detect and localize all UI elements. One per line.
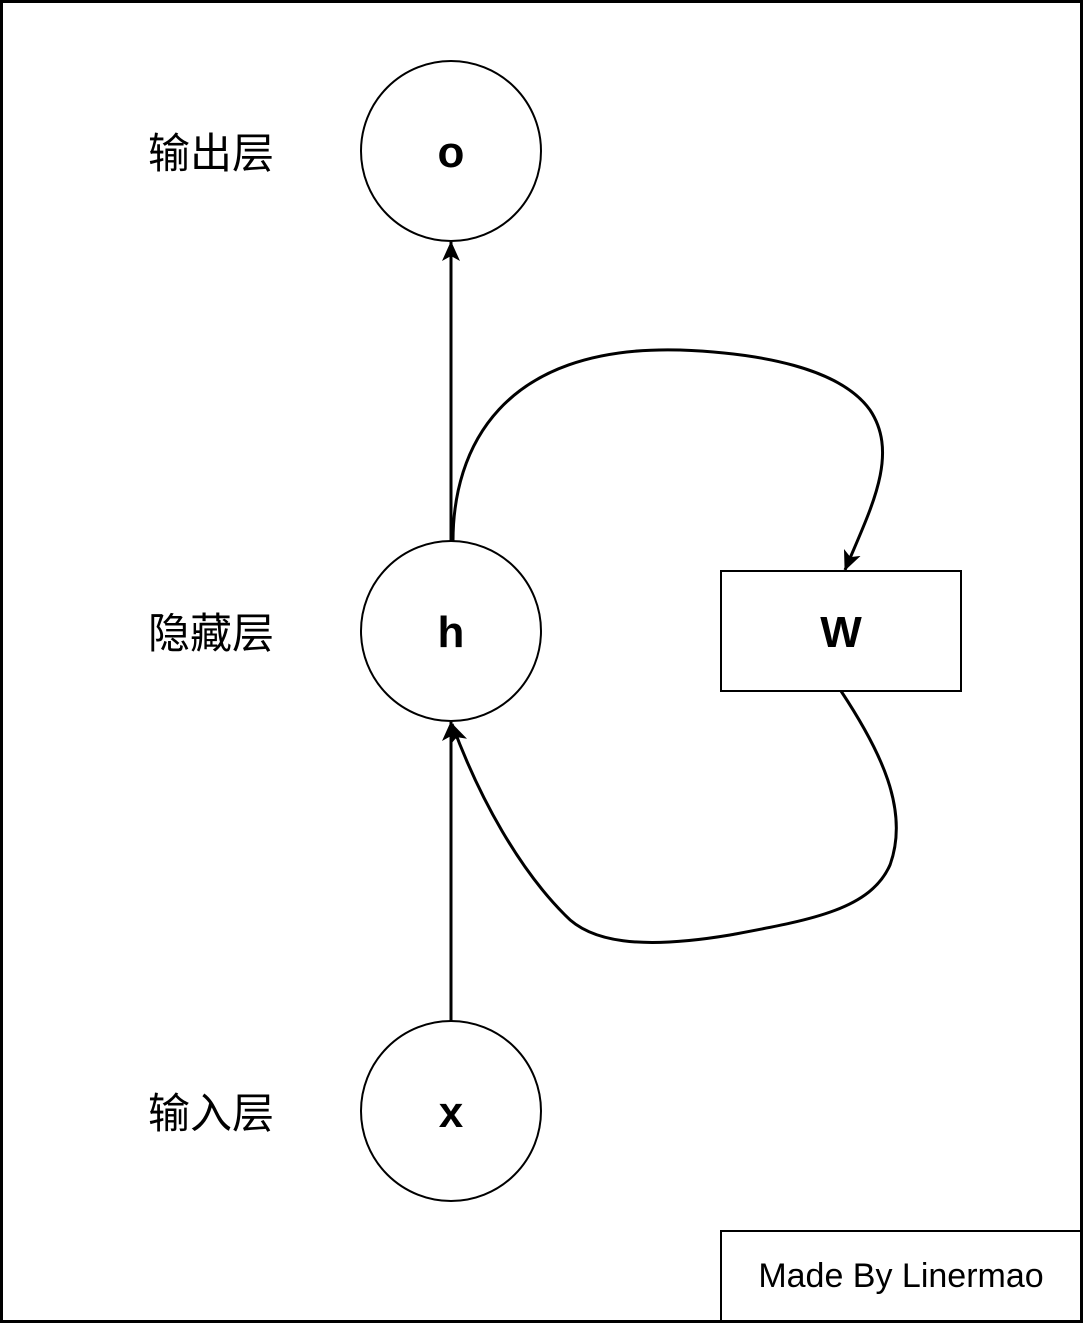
output-layer-label: 输出层	[148, 129, 274, 178]
credit-text: Made By Linermao	[758, 1257, 1043, 1295]
hidden-node-circle	[360, 540, 542, 722]
output-node-label: o	[438, 128, 465, 177]
credit-box: Made By Linermao	[720, 1230, 1082, 1322]
edge-weight-to-hidden	[450, 690, 898, 944]
weight-node-box	[720, 570, 962, 692]
hidden-node: h	[360, 540, 542, 722]
hidden-layer-label: 隐藏层	[148, 609, 274, 658]
credit-box-frame	[720, 1230, 1082, 1322]
input-node-circle	[360, 1020, 542, 1202]
input-layer-label: 输入层	[148, 1089, 274, 1138]
hidden-node-label: h	[438, 608, 465, 657]
output-node-circle	[360, 60, 542, 242]
output-node: o	[360, 60, 542, 242]
weight-node-label: W	[820, 608, 862, 657]
edge-hidden-to-weight	[451, 348, 885, 571]
input-node: x	[360, 1020, 542, 1202]
input-node-label: x	[439, 1088, 464, 1137]
weight-node: W	[720, 570, 962, 692]
